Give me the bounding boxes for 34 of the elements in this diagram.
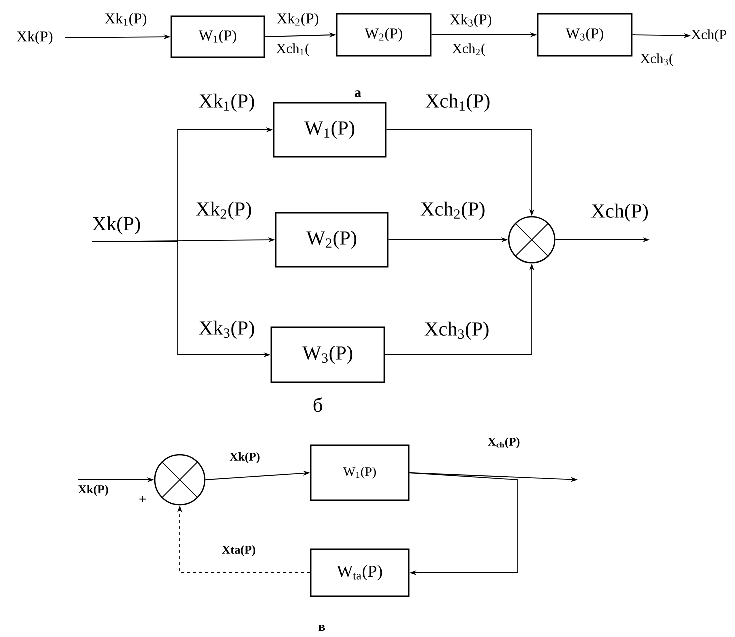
edge-label: Xk(P) — [228, 452, 262, 464]
transfer-function-box: W$_{ta}$(P) — [310, 548, 410, 598]
edge-label: Xch$_{3}$( — [639, 52, 675, 68]
signal-label: Xch$_{2}$( — [452, 44, 486, 56]
transfer-function-box: W$_{1}$(P) — [273, 102, 387, 158]
panel-letter: б — [314, 398, 322, 412]
edge-label: Xch(P) — [590, 202, 650, 224]
transfer-function-box: W$_{3}$(P) — [270, 326, 386, 384]
signal-label: Xk(P) — [78, 485, 108, 496]
signal-label: Xch(P — [692, 30, 726, 42]
edge-label: Xch$_{3}$(P) — [423, 320, 491, 342]
edge-label: Xch$_{2}$(P) — [419, 200, 487, 222]
transfer-function-box: W$_{1}$(P) — [310, 444, 410, 502]
summing-junction — [508, 216, 556, 264]
panel-letter: в — [318, 625, 326, 631]
panel-letter: а — [354, 90, 362, 98]
transfer-function-box: W$_{2}$(P) — [336, 13, 432, 57]
signal-label: Xk(P) — [17, 31, 53, 45]
edge-label: Xk$_{1}$(P) — [104, 12, 148, 28]
edge-label: Xk$_{1}$(P) — [198, 92, 256, 114]
summing-junction — [154, 454, 206, 506]
edge-label: Xch$_{1}$(P) — [424, 92, 492, 114]
transfer-function-box: W$_{2}$(P) — [275, 212, 389, 268]
edge-label: Xta(P) — [221, 544, 257, 558]
transfer-function-box: W$_{1}$(P) — [170, 16, 266, 58]
signal-label: Xch$_{1}$( — [276, 44, 310, 56]
transfer-function-box: W$_{3}$(P) — [537, 13, 633, 57]
edge-label: Xk$_{2}$(P) — [194, 200, 254, 222]
arrow — [409, 472, 518, 576]
edge-label: Xk$_{3}$(P) — [448, 13, 494, 29]
edge-label: Xk$_{2}$(P) — [276, 12, 320, 28]
edge-label: X$_{ch}$(P) — [486, 436, 522, 450]
signal-label: Xk(P) — [92, 216, 140, 235]
edge-label: Xk$_{3}$(P) — [198, 320, 256, 340]
